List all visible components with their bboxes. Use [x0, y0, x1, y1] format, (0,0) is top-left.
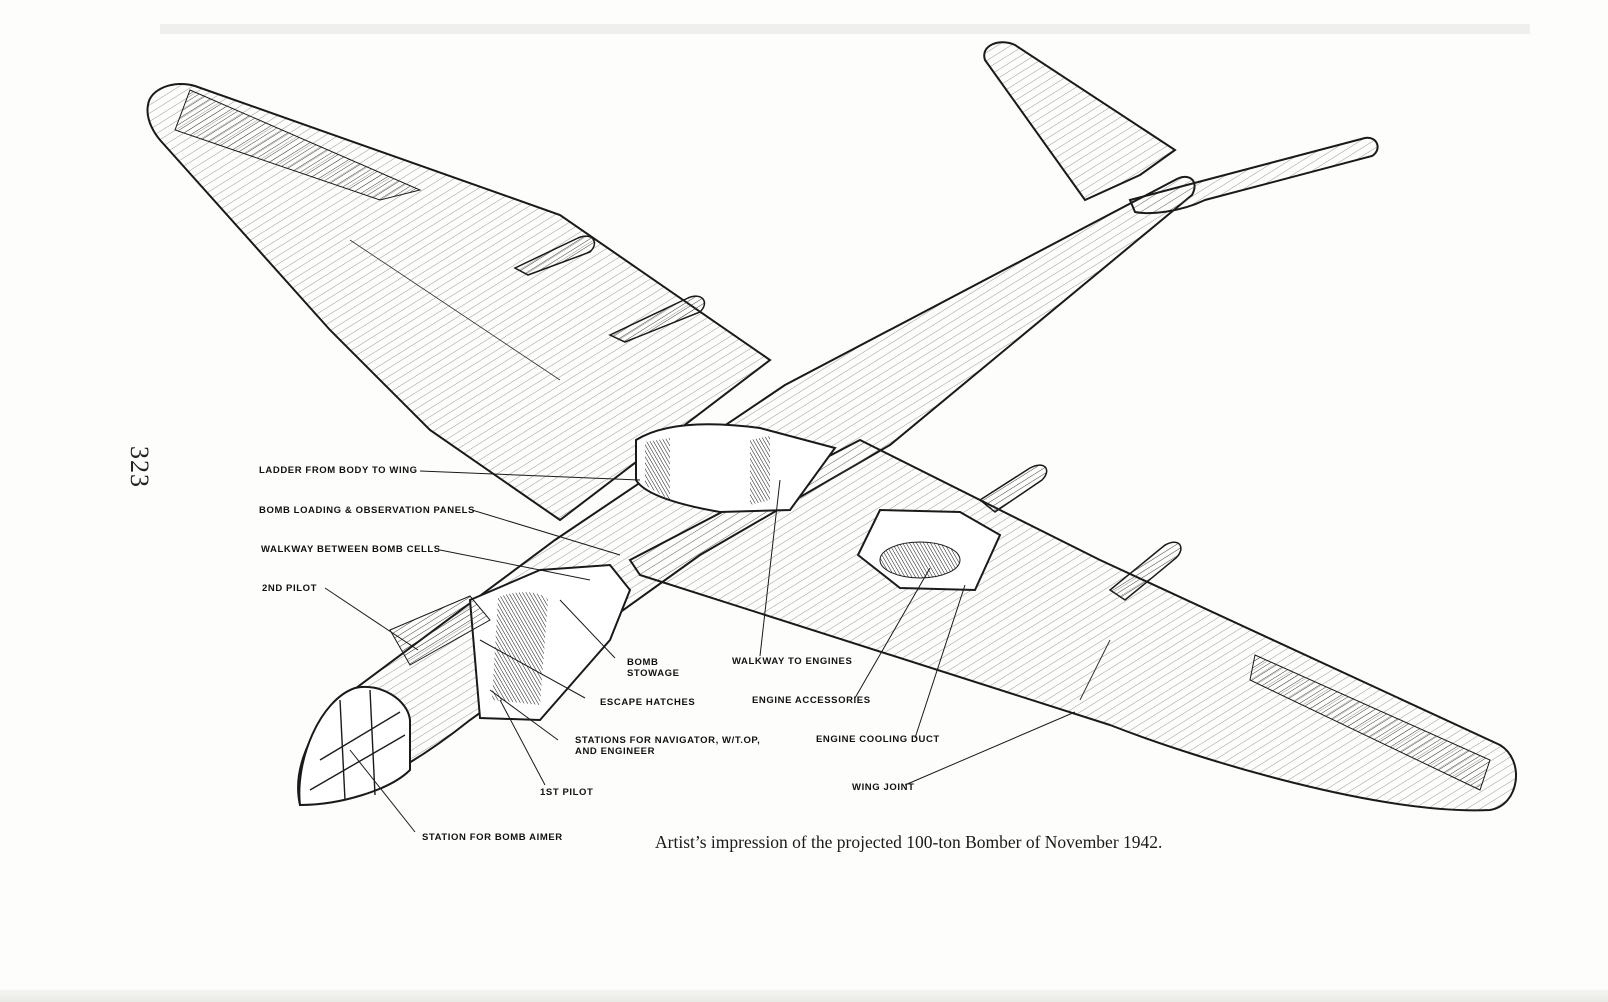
page-bottom-edge [0, 990, 1608, 1002]
label-stations-1: STATIONS FOR NAVIGATOR, W/T.OP, [575, 735, 761, 746]
label-ladder: LADDER FROM BODY TO WING [259, 465, 418, 476]
label-wing-joint: WING JOINT [852, 782, 915, 793]
fuselage-cutaway [389, 563, 632, 722]
label-bomb-aimer: STATION FOR BOMB AIMER [422, 832, 563, 843]
label-engine-cooling: ENGINE COOLING DUCT [816, 734, 940, 745]
nose-glazing [298, 685, 411, 807]
label-bomb-stowage-1: BOMB [627, 657, 659, 668]
leader-lines [324, 470, 1076, 833]
label-bomb-stowage-2: STOWAGE [627, 668, 680, 679]
engine-cutaway [856, 508, 1002, 592]
engine-nacelles [513, 235, 1182, 601]
label-second-pilot: 2ND PILOT [262, 583, 318, 594]
label-bomb-loading: BOMB LOADING & OBSERVATION PANELS [259, 505, 475, 516]
starboard-wing [628, 438, 1517, 812]
label-first-pilot: 1ST PILOT [540, 787, 594, 798]
label-walkway-engines: WALKWAY TO ENGINES [732, 656, 853, 667]
tail-assembly [983, 41, 1379, 215]
label-engine-accessories: ENGINE ACCESSORIES [752, 695, 871, 706]
label-stations-2: AND ENGINEER [575, 746, 656, 757]
bleed-through-text [160, 24, 1530, 34]
label-walkway-bomb-cells: WALKWAY BETWEEN BOMB CELLS [261, 544, 441, 555]
label-escape-hatches: ESCAPE HATCHES [600, 697, 696, 708]
wing-cutaway [635, 423, 837, 514]
figure-caption: Artist’s impression of the projected 100… [655, 832, 1163, 852]
